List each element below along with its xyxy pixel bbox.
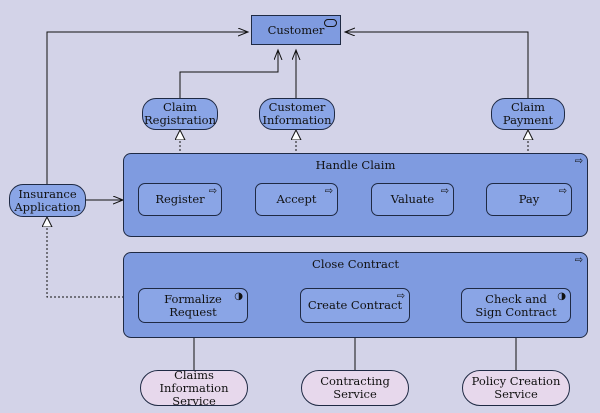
register-label: Register — [155, 192, 205, 206]
pay-process[interactable]: Pay ⇨ — [486, 183, 572, 216]
process-arrow-icon: ⇨ — [574, 156, 583, 167]
claim-registration-role[interactable]: Claim Registration — [142, 98, 218, 130]
policy-creation-service[interactable]: Policy Creation Service — [462, 370, 570, 406]
edge-registration-customer — [179, 50, 278, 98]
check-and-sign-contract-interaction[interactable]: Check and Sign Contract ◑ — [461, 288, 571, 323]
edge-application-customer — [46, 32, 248, 185]
interaction-icon: ◑ — [557, 291, 566, 302]
customer-label: Customer — [267, 22, 325, 37]
claim-registration-label: Claim Registration — [143, 100, 216, 127]
check-and-sign-contract-label: Check and Sign Contract — [475, 291, 557, 319]
register-process[interactable]: Register ⇨ — [138, 183, 222, 216]
formalize-request-label: Formalize Request — [164, 291, 222, 319]
create-contract-process[interactable]: Create Contract ⇨ — [300, 288, 410, 323]
contracting-service[interactable]: Contracting Service — [301, 370, 409, 406]
process-arrow-icon: ⇨ — [324, 186, 333, 197]
customer-information-role[interactable]: Customer Information — [259, 98, 335, 130]
claim-payment-role[interactable]: Claim Payment — [491, 98, 565, 130]
process-arrow-icon: ⇨ — [440, 186, 449, 197]
insurance-application-label: Insurance Application — [14, 186, 81, 214]
claims-information-service[interactable]: Claims Information Service — [140, 367, 248, 408]
customer-actor[interactable]: Customer — [251, 15, 341, 45]
formalize-request-interaction[interactable]: Formalize Request ◑ — [138, 288, 248, 323]
handle-claim-title: Handle Claim — [315, 158, 396, 172]
pay-label: Pay — [518, 192, 540, 206]
process-arrow-icon: ⇨ — [396, 291, 405, 302]
edge-payment-customer — [345, 32, 529, 98]
interaction-icon: ◑ — [234, 291, 243, 302]
valuate-label: Valuate — [390, 192, 435, 206]
insurance-application-role[interactable]: Insurance Application — [9, 184, 86, 217]
accept-process[interactable]: Accept ⇨ — [255, 183, 338, 216]
claim-payment-label: Claim Payment — [502, 100, 554, 127]
valuate-process[interactable]: Valuate ⇨ — [371, 183, 454, 216]
claims-information-service-label: Claims Information Service — [159, 367, 229, 408]
edge-close-application — [47, 217, 124, 298]
contracting-service-label: Contracting Service — [320, 374, 390, 401]
create-contract-label: Create Contract — [307, 298, 403, 312]
business-actor-icon — [324, 19, 337, 27]
close-contract-title: Close Contract — [312, 257, 399, 271]
process-arrow-icon: ⇨ — [574, 255, 583, 266]
policy-creation-service-label: Policy Creation Service — [471, 374, 561, 401]
process-arrow-icon: ⇨ — [558, 186, 567, 197]
accept-label: Accept — [276, 192, 317, 206]
customer-information-label: Customer Information — [262, 100, 332, 127]
process-arrow-icon: ⇨ — [208, 186, 217, 197]
